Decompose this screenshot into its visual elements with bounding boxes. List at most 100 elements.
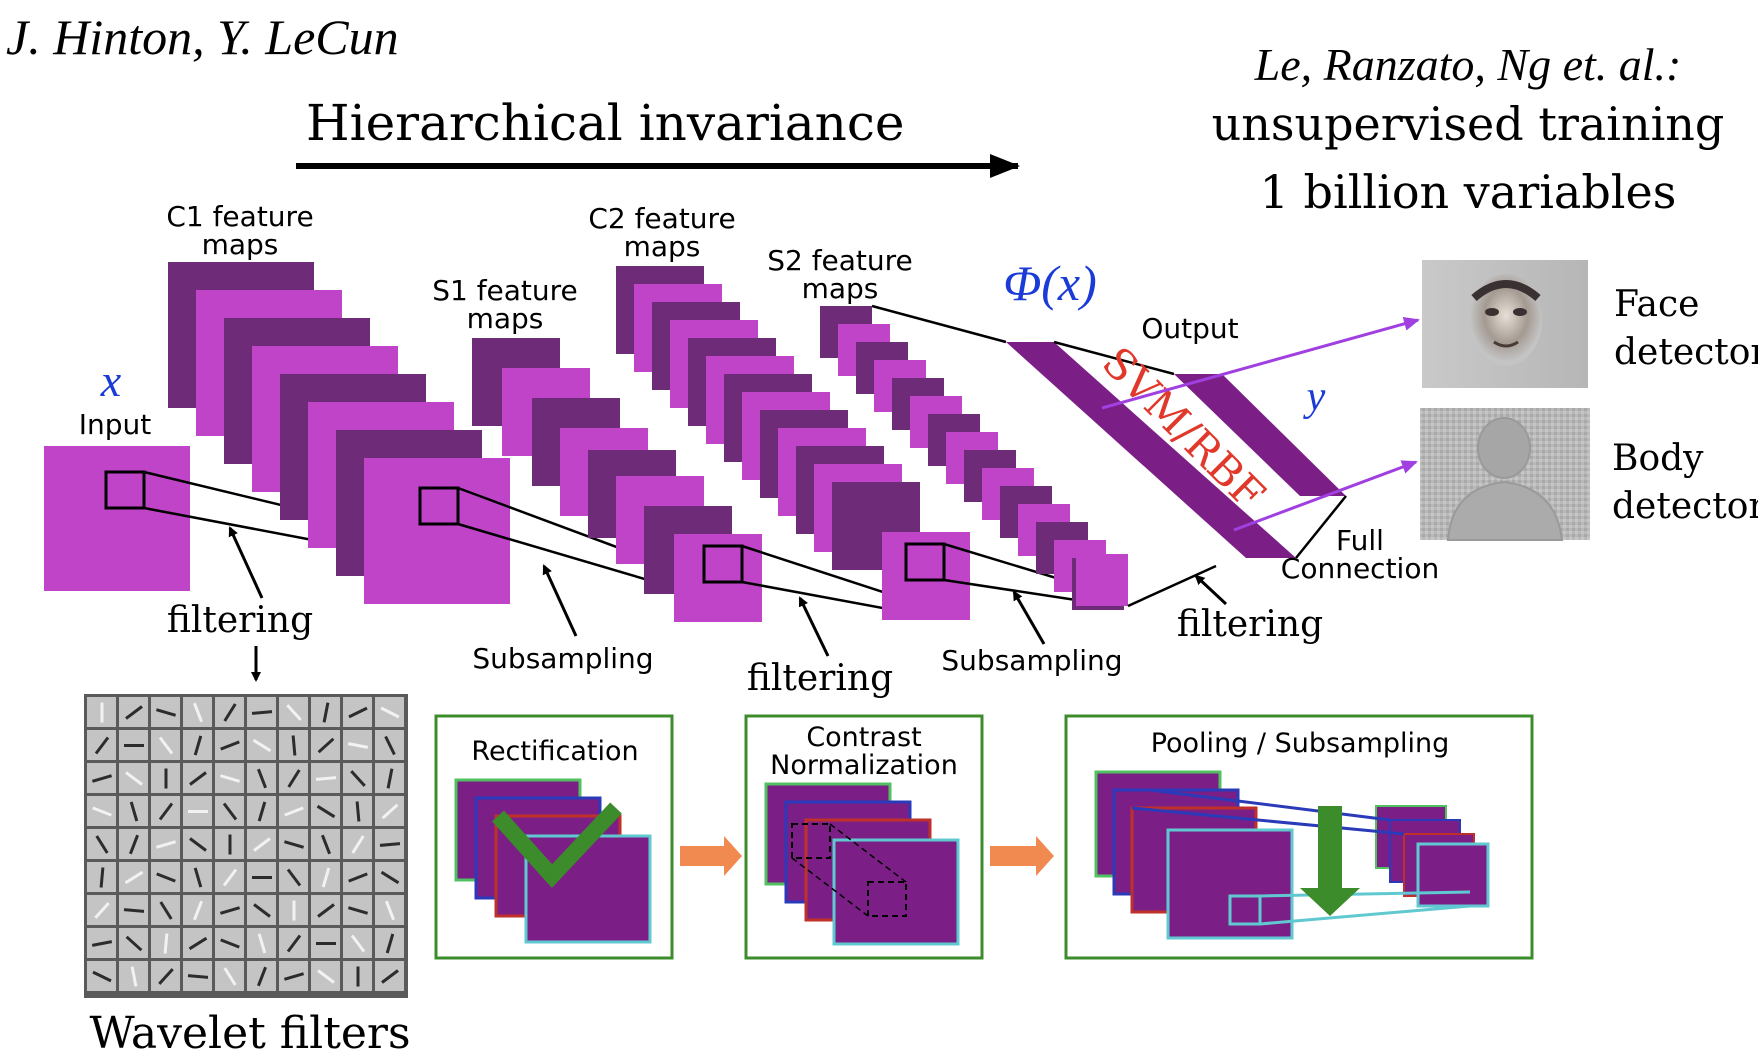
wavelet-stroke bbox=[219, 774, 241, 783]
subsampling-arrow-1 bbox=[542, 564, 578, 637]
filtering-arrow-1 bbox=[228, 526, 264, 599]
reference-line-1: Le, Ranzato, Ng et. al.: bbox=[1254, 39, 1682, 90]
wavelet-stroke bbox=[220, 938, 240, 949]
wavelet-stroke bbox=[158, 736, 174, 755]
x-symbol: x bbox=[100, 355, 122, 406]
contrast-stack-map-cyan bbox=[832, 838, 960, 946]
c2-projection-bottom bbox=[943, 578, 1077, 602]
wavelet-stroke bbox=[92, 806, 112, 817]
c1-label-line1: C1 feature bbox=[166, 200, 313, 233]
wavelet-stroke bbox=[347, 742, 369, 749]
wavelet-stroke bbox=[386, 768, 394, 789]
wavelet-stroke bbox=[123, 908, 145, 913]
full-connection-line1: Full bbox=[1336, 524, 1384, 557]
input-label: Input bbox=[79, 408, 152, 441]
contrast-label-line1: Contrast bbox=[806, 722, 921, 753]
output-layer-band-right bbox=[1174, 374, 1346, 496]
wavelet-stroke bbox=[222, 868, 238, 887]
body-detector-image bbox=[1420, 408, 1590, 541]
s1-label-line2: maps bbox=[467, 302, 544, 335]
wavelet-stroke bbox=[129, 834, 139, 855]
wavelet-stroke bbox=[286, 934, 302, 953]
rectification-label: Rectification bbox=[471, 736, 638, 767]
y-symbol: y bbox=[1303, 374, 1326, 420]
wavelet-stroke bbox=[381, 969, 399, 984]
wavelet-stroke bbox=[321, 834, 331, 855]
wavelet-stroke bbox=[317, 737, 335, 754]
wavelet-stroke bbox=[350, 770, 366, 787]
c2-label-line2: maps bbox=[624, 230, 701, 263]
c2-feature-maps bbox=[616, 266, 970, 620]
wavelet-stroke bbox=[257, 768, 267, 789]
wavelet-stroke bbox=[193, 735, 203, 756]
pool-link-cyan-1 bbox=[1259, 890, 1471, 898]
filtering-arrow-3 bbox=[1194, 574, 1228, 606]
c2-receptive-field bbox=[904, 542, 946, 582]
filtering-label-1: filtering bbox=[167, 600, 313, 641]
s2-feature-maps bbox=[820, 306, 1128, 610]
wavelet-stroke bbox=[189, 837, 207, 852]
c2-label-line1: C2 feature bbox=[588, 202, 735, 235]
face-eye-right bbox=[1513, 308, 1527, 316]
output-bottom-edge bbox=[1295, 495, 1347, 559]
face-detector-line1: Face bbox=[1614, 284, 1699, 325]
pooling-label: Pooling / Subsampling bbox=[1151, 728, 1450, 759]
wavelet-stroke bbox=[322, 702, 330, 723]
contrast-window-near bbox=[791, 823, 831, 859]
wavelet-stroke bbox=[381, 803, 399, 820]
wavelet-stroke bbox=[379, 842, 401, 847]
s2-projection-top bbox=[871, 304, 1007, 344]
wavelet-stroke bbox=[315, 776, 337, 781]
wavelet-stroke bbox=[251, 710, 273, 715]
wavelet-stroke bbox=[223, 967, 237, 986]
c1-feature-maps bbox=[168, 262, 510, 604]
body-detector-line2: detector bbox=[1612, 486, 1758, 527]
subsampling-label-2: Subsampling bbox=[941, 644, 1122, 677]
wavelet-stroke bbox=[257, 966, 267, 987]
wavelet-stroke bbox=[129, 801, 139, 822]
reference-line-2: unsupervised training bbox=[1212, 97, 1725, 151]
pooling-box: Pooling / Subsampling bbox=[1064, 714, 1534, 960]
wavelet-stroke bbox=[380, 870, 400, 885]
wavelet-stroke bbox=[286, 704, 302, 721]
wavelet-filters-label: Wavelet filters bbox=[89, 1008, 410, 1059]
c1-label-line2: maps bbox=[202, 228, 279, 261]
wavelet-stroke bbox=[253, 903, 271, 918]
wavelet-stroke bbox=[347, 906, 369, 915]
body-shoulders-shape bbox=[1446, 480, 1564, 541]
pool-link-blue-2 bbox=[1149, 788, 1391, 822]
s1-receptive-field bbox=[702, 544, 744, 584]
wavelet-stroke bbox=[219, 906, 241, 915]
contrast-normalization-box: Contrast Normalization bbox=[744, 714, 984, 960]
output-label: Output bbox=[1141, 312, 1238, 345]
pipeline-arrow-2 bbox=[990, 836, 1054, 876]
c1-receptive-field bbox=[418, 486, 460, 526]
phi-label: Φ(x) bbox=[1003, 255, 1097, 311]
wavelet-stroke bbox=[163, 933, 169, 954]
wavelet-stroke bbox=[350, 934, 366, 953]
wavelet-stroke bbox=[94, 736, 110, 755]
body-output-arrow bbox=[1233, 460, 1418, 532]
wavelet-stroke bbox=[287, 769, 301, 788]
wavelet-stroke bbox=[384, 735, 396, 756]
wavelet-stroke bbox=[284, 806, 304, 817]
wavelet-stroke bbox=[95, 835, 109, 854]
wavelet-stroke bbox=[193, 867, 203, 888]
authors-text: J. Hinton, Y. LeCun bbox=[6, 9, 399, 65]
wavelet-stroke bbox=[351, 835, 365, 854]
wavelet-stroke bbox=[188, 936, 208, 951]
wavelet-stroke bbox=[94, 902, 110, 919]
wavelet-stroke bbox=[385, 933, 395, 954]
wavelet-stroke bbox=[155, 708, 177, 717]
wavelet-filter-grid bbox=[84, 694, 408, 998]
wavelet-stroke bbox=[158, 968, 174, 985]
wavelet-stroke bbox=[257, 801, 267, 822]
hierarchical-invariance-label: Hierarchical invariance bbox=[306, 94, 904, 152]
rectification-box: Rectification bbox=[434, 714, 674, 960]
c1-map bbox=[364, 458, 510, 604]
wavelet-stroke bbox=[189, 771, 207, 786]
wavelet-stroke bbox=[348, 706, 368, 719]
rect-stack-map-cyan bbox=[524, 834, 652, 944]
wavelet-stroke bbox=[187, 974, 209, 979]
